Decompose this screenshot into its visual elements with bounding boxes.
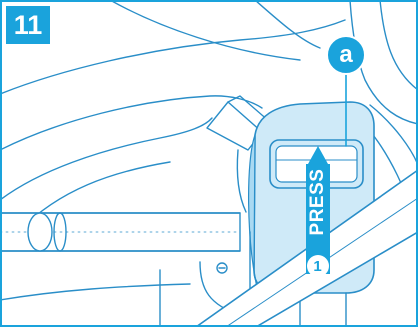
step-badge-bg [6, 6, 50, 44]
order-circle [307, 255, 329, 277]
order-number: 1 [313, 258, 322, 275]
top-tube-right [255, 1, 321, 49]
bar-end-cap [27, 212, 53, 252]
callout-circle [326, 35, 366, 75]
press-instruction-label: PRESS [307, 168, 328, 236]
step-number: 11 [13, 9, 43, 40]
callout-letter: a [339, 41, 353, 68]
seat-shell-outer [1, 95, 263, 151]
seat-shell-inner [1, 117, 213, 201]
top-tube-mid [110, 1, 301, 61]
press-arrow-head [308, 146, 328, 164]
top-tube-left [1, 19, 346, 95]
